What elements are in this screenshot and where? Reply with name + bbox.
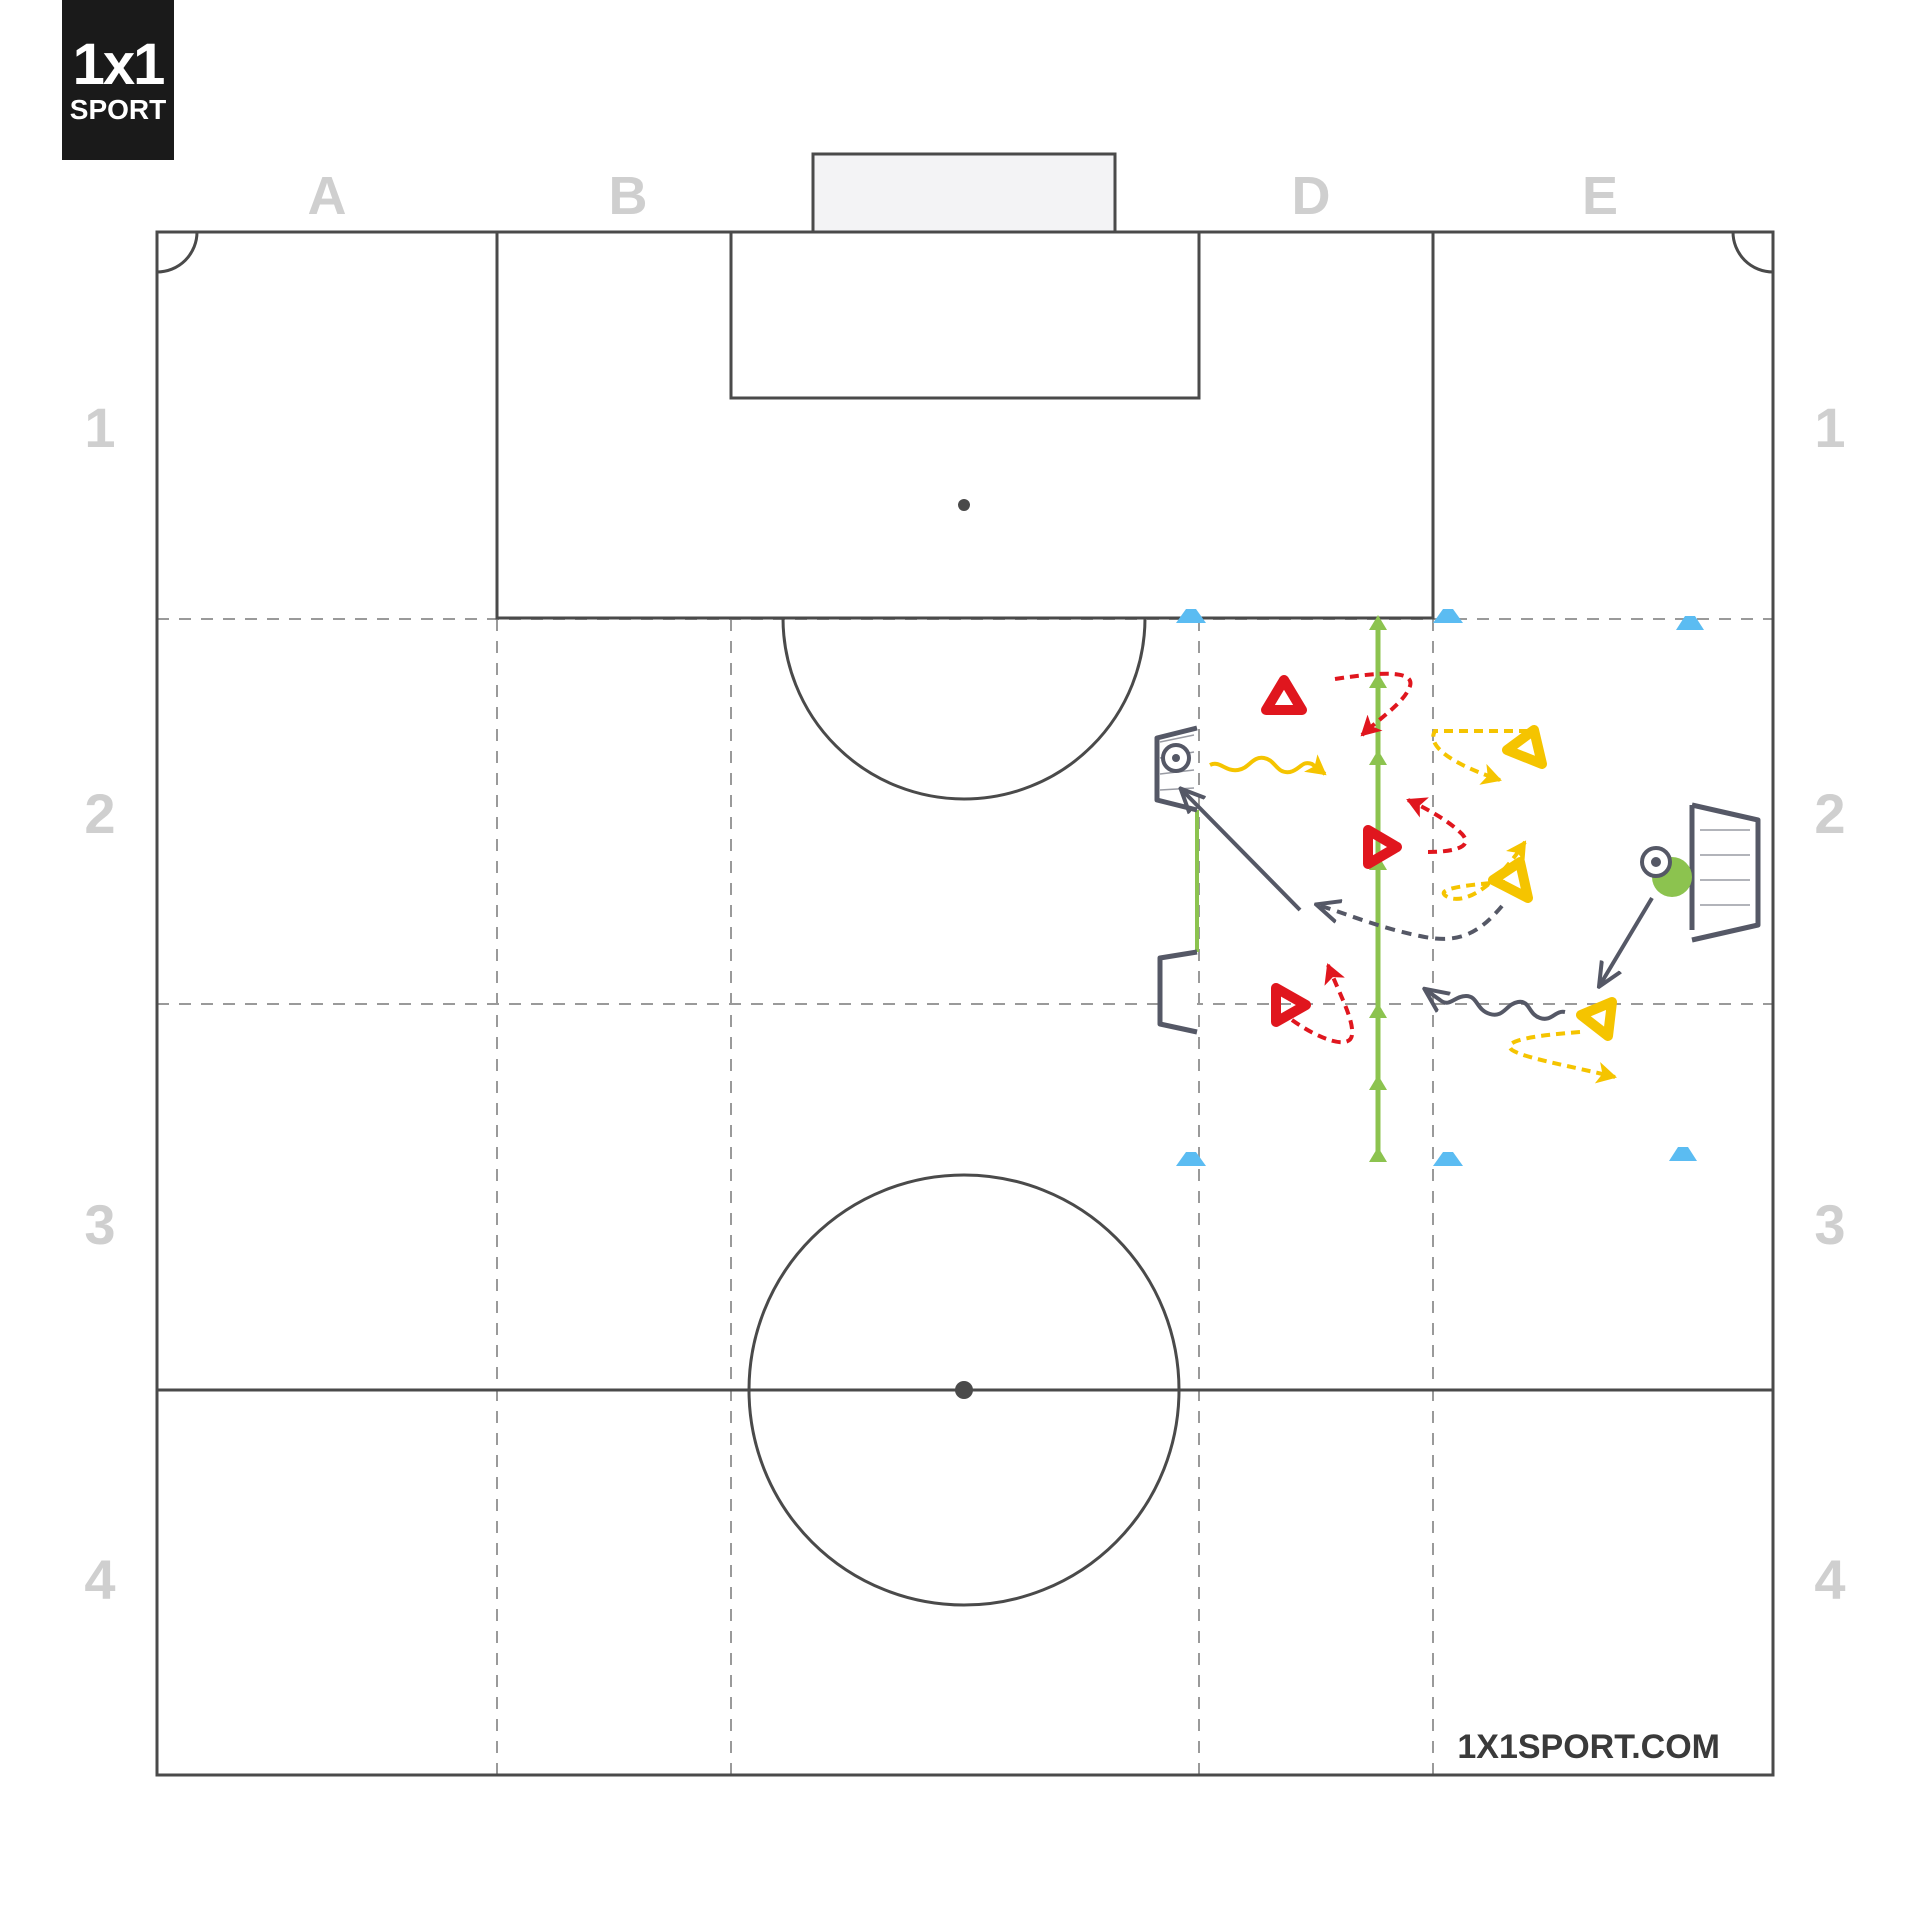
yellow-runs bbox=[1431, 729, 1617, 1084]
cone-icon bbox=[1176, 609, 1704, 1166]
row-label-4-left: 4 bbox=[84, 1548, 116, 1611]
row-label-3-right: 3 bbox=[1814, 1193, 1846, 1256]
ball-icon bbox=[1161, 743, 1692, 897]
column-label-a: A bbox=[307, 166, 347, 226]
column-label-e: E bbox=[1581, 166, 1619, 226]
logo-sub: SPORT bbox=[69, 94, 167, 125]
row-label-1-left: 1 bbox=[84, 396, 116, 459]
column-label-d: D bbox=[1291, 166, 1331, 226]
red-runs bbox=[1290, 671, 1468, 1045]
pass-arrows bbox=[1182, 790, 1654, 1021]
logo-mark: 1x1 bbox=[72, 32, 166, 97]
row-label-3-left: 3 bbox=[84, 1193, 116, 1256]
row-label-2-left: 2 bbox=[84, 782, 116, 845]
yellow-player-icon bbox=[1488, 725, 1617, 1041]
penalty-spot bbox=[958, 499, 970, 511]
row-label-4-right: 4 bbox=[1814, 1548, 1846, 1611]
row-label-2-right: 2 bbox=[1814, 782, 1846, 845]
column-label-b: B bbox=[608, 166, 648, 226]
top-goal bbox=[811, 152, 1117, 234]
yellow-dribble bbox=[1209, 754, 1327, 776]
row-label-1-right: 1 bbox=[1814, 396, 1846, 459]
green-channel-line bbox=[1195, 615, 1387, 1162]
website-label: 1X1SPORT.COM bbox=[1457, 1728, 1720, 1766]
brand-logo: 1x1 SPORT bbox=[62, 0, 174, 160]
center-spot bbox=[955, 1381, 973, 1399]
grid-lines bbox=[157, 618, 1773, 1775]
red-player-icon bbox=[1261, 675, 1402, 1027]
